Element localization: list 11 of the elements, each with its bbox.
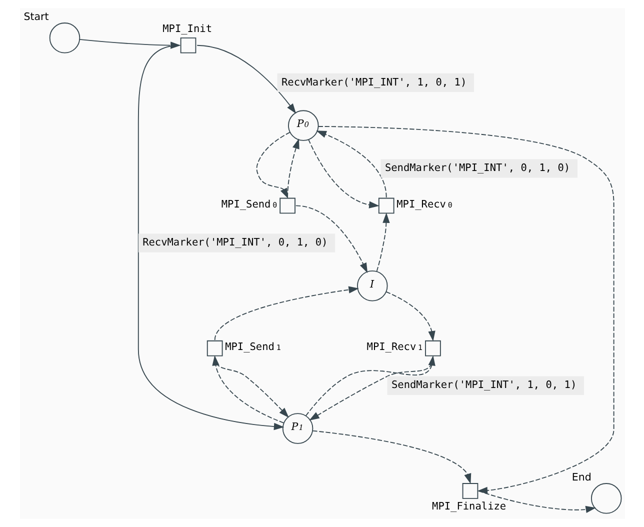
node-label: Start (23, 11, 48, 24)
edge-label: RecvMarker('MPI_INT', 1, 0, 1) (280, 76, 466, 88)
node-label: End (571, 472, 591, 484)
node-label: MPI_Finalize (432, 500, 506, 512)
node-label: MPI_Init (162, 23, 212, 36)
node-label: MPI_Recv0 (396, 198, 452, 210)
node-label: MPI_Send0 (220, 198, 277, 210)
edge-label: SendMarker('MPI_INT', 1, 0, 1) (390, 379, 576, 392)
edge-label: SendMarker('MPI_INT', 0, 1, 0) (384, 162, 570, 174)
node-label: MPI_Recv1 (366, 341, 422, 354)
edge-label: RecvMarker('MPI_INT', 0, 1, 0) (142, 236, 328, 249)
